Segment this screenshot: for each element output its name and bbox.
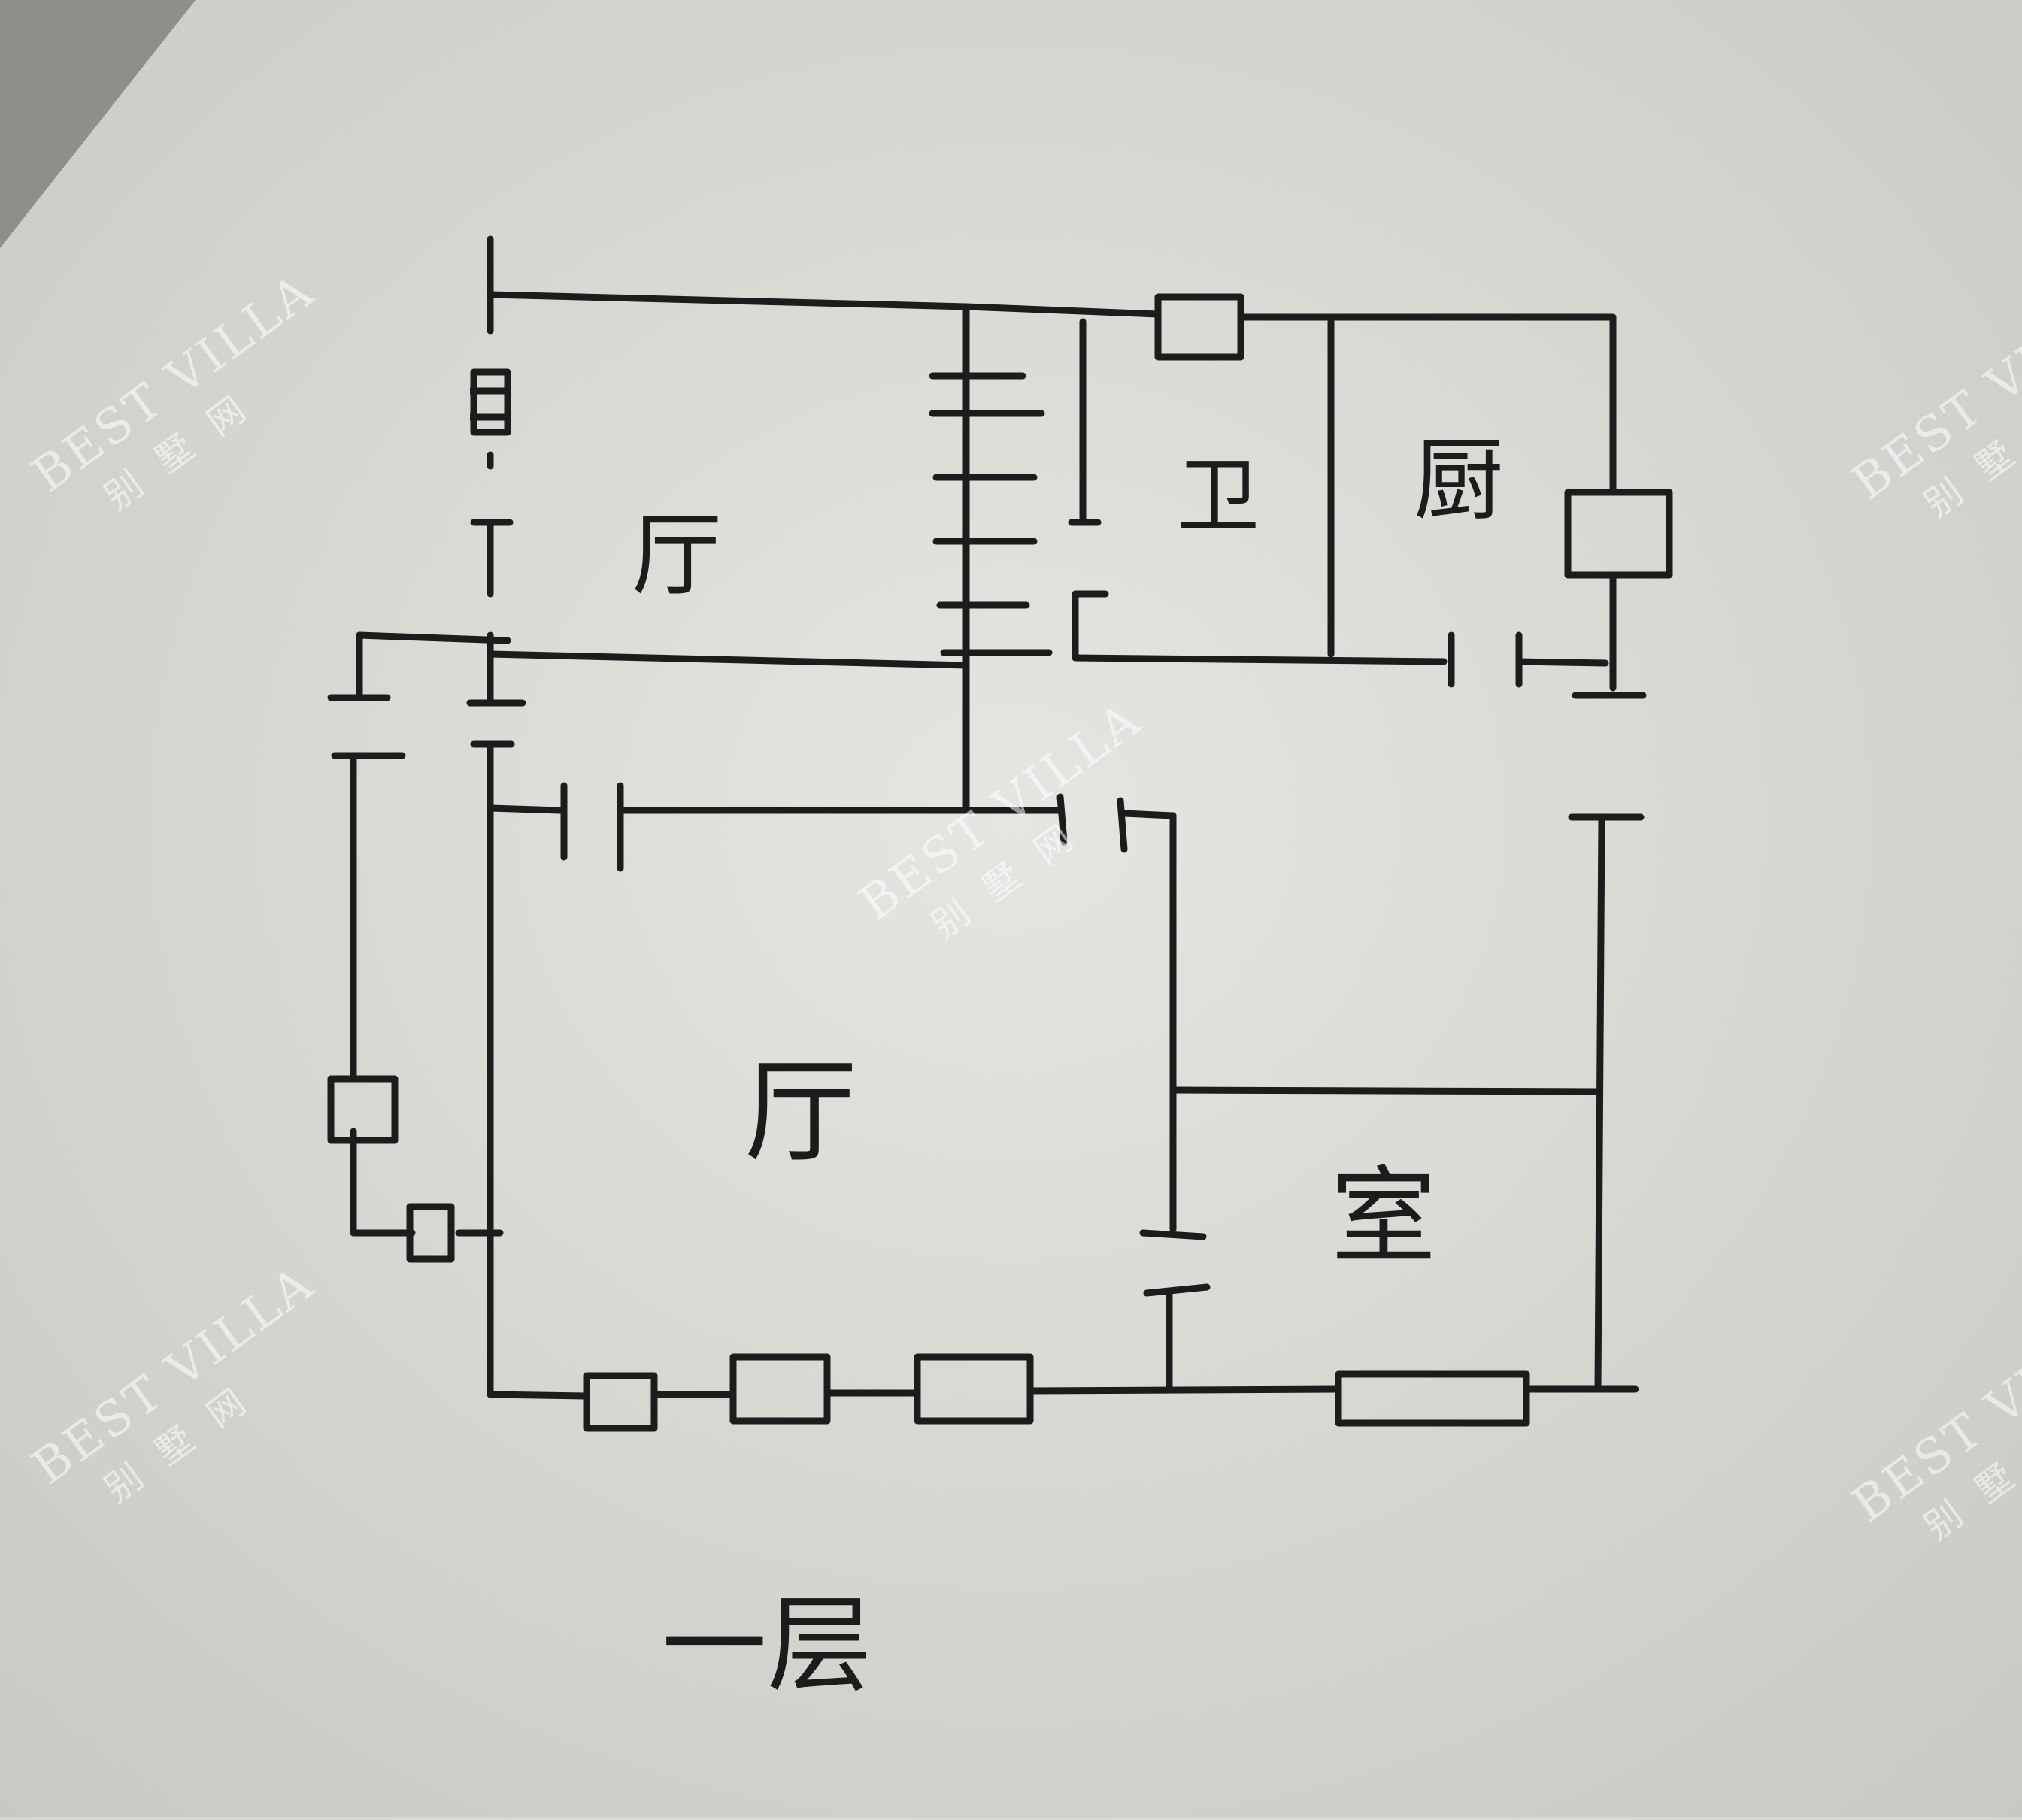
wall-upper-hall-bottom	[487, 650, 970, 669]
wall-bottom-a	[487, 1391, 590, 1400]
wall-corridor-left	[487, 804, 564, 814]
door-jamb-corridor-c	[1056, 793, 1068, 846]
window-bottom-2	[729, 1353, 831, 1425]
wall-right-lower	[1594, 816, 1605, 1391]
wall-bath-bottom	[1072, 654, 1448, 665]
window-porch-bottom	[406, 1203, 455, 1263]
window-bottom-3	[914, 1353, 1034, 1425]
wall-lower-hall-right-cap	[1139, 1229, 1207, 1240]
room-label-bathroom: 卫	[1177, 448, 1260, 544]
wall-top-middle	[962, 303, 1162, 318]
room-label-hall-upper: 厅	[632, 504, 722, 608]
wall-lower-hall-right-cap-2	[1143, 1283, 1211, 1297]
floor-caption: 一层	[661, 1585, 873, 1707]
wall-top-left	[487, 291, 970, 310]
wall-room-top	[1169, 1086, 1602, 1095]
wall-kitchen-bottom	[1515, 658, 1609, 667]
walls	[327, 235, 1647, 1400]
wall-bottom-d	[1026, 1385, 1342, 1395]
room-label-kitchen: 厨	[1414, 429, 1504, 533]
window-bottom-4	[1335, 1370, 1530, 1427]
wall-corridor-right	[1120, 810, 1177, 819]
window-upper-hall-left	[470, 368, 511, 436]
door-jamb-corridor-d	[1117, 797, 1128, 853]
room-label-hall-lower: 厅	[744, 1047, 858, 1178]
window-porch-left	[327, 1075, 399, 1144]
window-kitchen-right	[1564, 489, 1673, 579]
windows	[327, 293, 1673, 1432]
table-corner-shadow	[0, 0, 196, 248]
porch-top	[356, 631, 511, 644]
room-label-room: 室	[1330, 1156, 1437, 1279]
window-bath-top	[1154, 293, 1244, 361]
window-upper-hall-left-mullions	[470, 387, 511, 421]
